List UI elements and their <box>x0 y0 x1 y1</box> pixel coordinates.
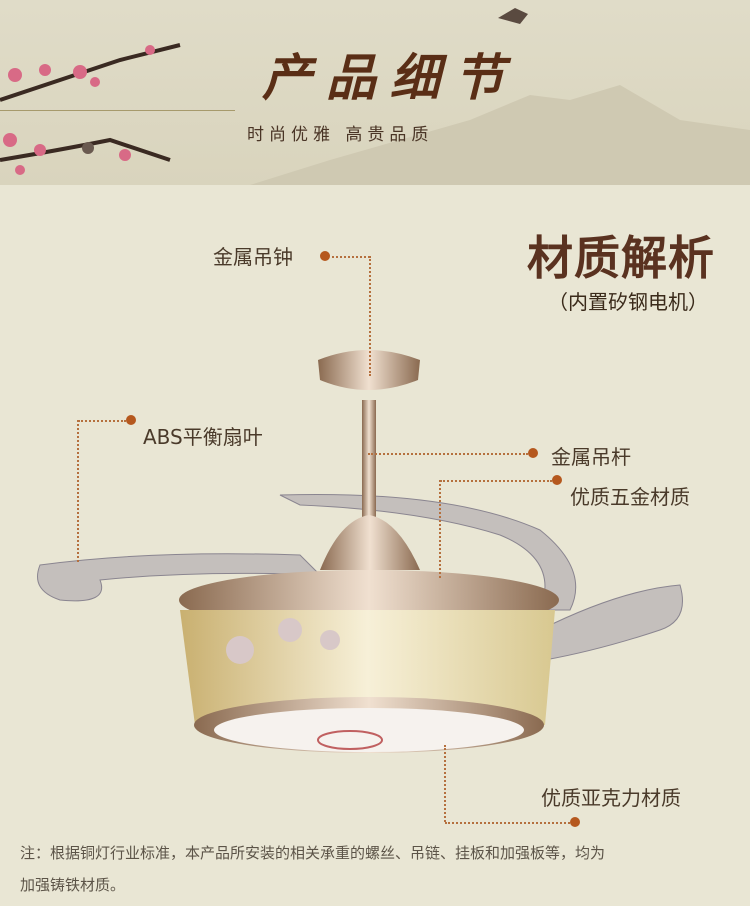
page-subtitle: 时尚优雅 高贵品质 <box>247 125 434 145</box>
ink-painting-decoration <box>0 8 750 185</box>
callout-dot <box>126 415 136 425</box>
section-title: 材质解析 <box>527 231 715 285</box>
callout-line <box>445 822 570 824</box>
header-banner: 产品细节 时尚优雅 高贵品质 <box>0 0 750 185</box>
callout-dot <box>528 448 538 458</box>
callout-dot <box>320 251 330 261</box>
callout-abs-blades: ABS平衡扇叶 <box>143 425 263 449</box>
bird-icon <box>498 8 528 24</box>
callout-line <box>440 480 552 482</box>
ceiling-fan-image <box>37 350 683 753</box>
callout-line <box>77 420 79 562</box>
divider <box>0 110 235 111</box>
callout-line <box>444 745 446 822</box>
callout-line <box>439 480 441 578</box>
callout-line <box>368 453 528 455</box>
callout-acrylic: 优质亚克力材质 <box>541 786 681 810</box>
callout-line <box>332 256 370 258</box>
section-subtitle: （内置矽钢电机） <box>548 290 708 314</box>
page-title: 产品细节 <box>262 48 518 107</box>
callout-metal-canopy: 金属吊钟 <box>213 245 293 269</box>
note-line-1: 注：根据铜灯行业标准，本产品所安装的相关承重的螺丝、吊链、挂板和加强板等，均为 <box>20 844 606 862</box>
callout-dot <box>552 475 562 485</box>
note-line-2: 加强铸铁材质。 <box>20 876 126 894</box>
callout-line <box>369 256 371 376</box>
callout-line <box>78 420 126 422</box>
callout-hardware: 优质五金材质 <box>570 485 690 509</box>
callout-dot <box>570 817 580 827</box>
callout-metal-rod: 金属吊杆 <box>551 445 631 469</box>
